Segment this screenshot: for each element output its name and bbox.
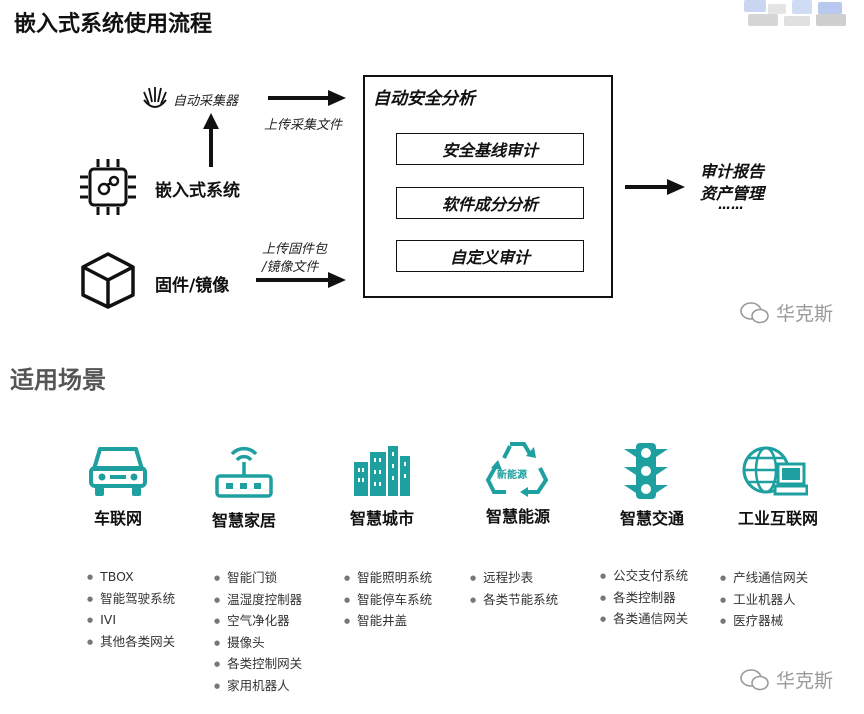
list-energy: 远程抄表 各类节能系统 [470, 567, 558, 610]
firmware-arrow [256, 272, 346, 288]
list-item: 各类节能系统 [470, 589, 558, 611]
recycle-icon [485, 442, 549, 497]
analysis-box [363, 75, 613, 298]
list-home: 智能门锁 温湿度控制器 空气净化器 摄像头 各类控制网关 家用机器人 [214, 567, 302, 696]
collect-arrow [268, 90, 346, 106]
list-item: 工业机器人 [720, 589, 808, 611]
new-energy-badge: 新能源 [497, 470, 527, 481]
scenario-name-traffic: 智慧交通 [619, 509, 684, 528]
watermark-text: 华克斯 [776, 670, 834, 692]
list-traffic: 公交支付系统 各类控制器 各类通信网关 [600, 565, 688, 630]
list-item: 其他各类网关 [87, 631, 175, 653]
list-item: 智能驾驶系统 [87, 588, 175, 610]
list-item: 产线通信网关 [720, 567, 808, 589]
traffic-light-icon [624, 443, 668, 499]
list-city: 智能照明系统 智能停车系统 智能井盖 [344, 567, 432, 632]
flow-title: 嵌入式系统使用流程 [14, 12, 213, 37]
upload-firmware-label-1: 上传固件包 [262, 242, 328, 257]
list-item: 智能井盖 [344, 610, 432, 632]
firmware-label: 固件/镜像 [155, 276, 230, 296]
upload-firmware-label-2: /镜像文件 [262, 260, 319, 275]
wechat-icon [740, 668, 769, 690]
output-more: …… [718, 198, 744, 213]
scenario-name-energy: 智慧能源 [485, 507, 550, 526]
upload-collect-label: 上传采集文件 [264, 118, 343, 133]
baseline-audit-box: 安全基线审计 [396, 133, 584, 165]
globe-computer-icon [742, 446, 808, 496]
list-item: 智能门锁 [214, 567, 302, 589]
list-industrial: 产线通信网关 工业机器人 医疗器械 [720, 567, 808, 632]
blurred-corner [734, 0, 864, 28]
up-arrow [203, 113, 219, 167]
list-item: 医疗器械 [720, 610, 808, 632]
list-item: 智能停车系统 [344, 589, 432, 611]
list-item: 温湿度控制器 [214, 589, 302, 611]
list-item: 各类控制器 [600, 587, 688, 609]
scenario-name-industrial: 工业互联网 [737, 509, 818, 528]
scenario-name-car: 车联网 [93, 509, 142, 528]
watermark-top: 华克斯 [740, 299, 833, 326]
scenario-name-home: 智慧家居 [211, 511, 276, 530]
collector-label: 自动采集器 [173, 94, 239, 109]
list-item: 远程抄表 [470, 567, 558, 589]
router-icon [215, 446, 273, 498]
embedded-label: 嵌入式系统 [155, 181, 240, 201]
scenario-name-city: 智慧城市 [349, 509, 414, 528]
list-car: TBOX 智能驾驶系统 IVI 其他各类网关 [87, 566, 175, 652]
collector-icon [143, 87, 167, 108]
list-item: 摄像头 [214, 632, 302, 654]
list-item: 各类控制网关 [214, 653, 302, 675]
list-item: 智能照明系统 [344, 567, 432, 589]
watermark-bottom: 华克斯 [740, 666, 833, 693]
list-item: 各类通信网关 [600, 608, 688, 630]
watermark-text: 华克斯 [776, 303, 834, 325]
cube-icon [81, 252, 135, 309]
chip-icon [80, 159, 136, 215]
custom-audit-box: 自定义审计 [396, 240, 584, 272]
wechat-icon [740, 301, 769, 323]
output-report: 审计报告 [700, 162, 765, 181]
buildings-icon [354, 446, 410, 496]
component-analysis-box: 软件成分分析 [396, 187, 584, 219]
list-item: 家用机器人 [214, 675, 302, 697]
scenarios-title: 适用场景 [10, 366, 106, 394]
output-asset: 资产管理 [700, 184, 765, 203]
list-item: 空气净化器 [214, 610, 302, 632]
analysis-title: 自动安全分析 [373, 89, 475, 109]
list-item: TBOX [87, 566, 175, 588]
output-arrow [625, 179, 685, 195]
list-item: 公交支付系统 [600, 565, 688, 587]
list-item: IVI [87, 609, 175, 631]
car-icon [89, 447, 147, 496]
